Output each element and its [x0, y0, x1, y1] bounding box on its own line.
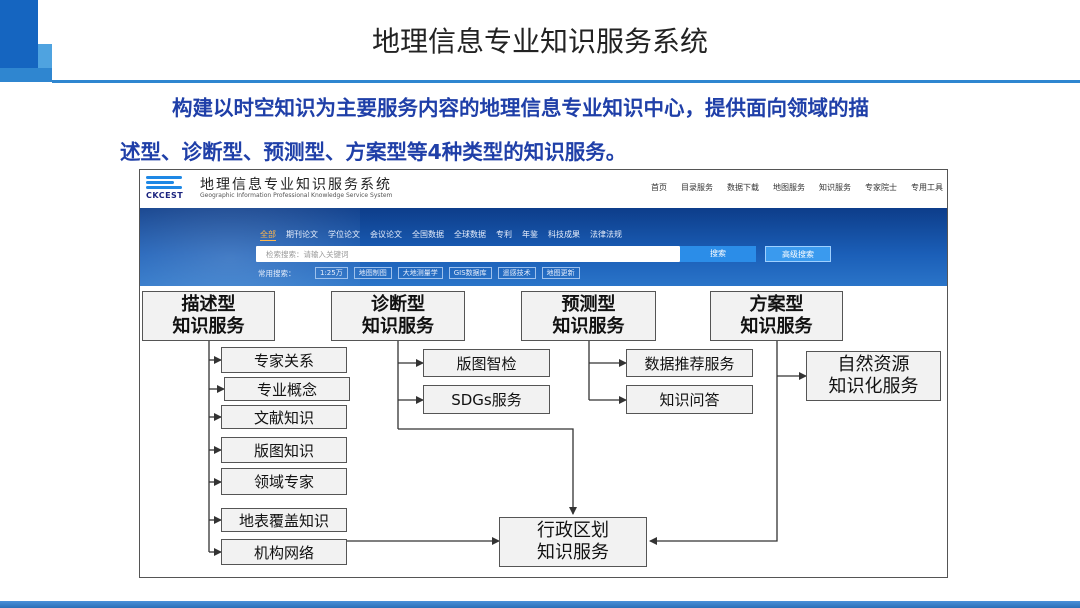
tab-conference[interactable]: 会议论文 [370, 230, 402, 239]
admin-division-box: 行政区划 知识服务 [499, 517, 647, 567]
common-search-tags: 1:25万 地图制图 大地测量学 GIS数据库 遥感技术 地图更新 [315, 267, 580, 279]
literature-knowledge-box: 文献知识 [221, 405, 347, 429]
tab-journal[interactable]: 期刊论文 [286, 230, 318, 239]
nav-item-map[interactable]: 地图服务 [773, 183, 805, 192]
search-button[interactable]: 搜索 [680, 246, 756, 262]
tab-all[interactable]: 全部 [260, 230, 276, 241]
slide-title: 地理信息专业知识服务系统 [371, 25, 708, 58]
tag-chip[interactable]: 地图制图 [353, 267, 392, 279]
arrow-plan-to-admin [649, 341, 778, 545]
landcover-knowledge-box: 地表覆盖知识 [221, 508, 347, 532]
category-tabs: 全部 期刊论文 学位论文 会议论文 全国数据 全球数据 专利 年鉴 科技成果 法… [260, 229, 622, 241]
common-search-label: 常用搜索： [258, 269, 296, 278]
domain-experts-box: 领域专家 [221, 468, 347, 495]
website-nav: 首页 目录服务 数据下载 地图服务 知识服务 专家院士 专用工具 [651, 182, 943, 193]
expert-relations-box: 专家关系 [221, 347, 347, 373]
search-input[interactable]: 检索搜索：请输入关键词 [256, 246, 680, 262]
knowledge-qa-box: 知识问答 [626, 385, 753, 414]
website-name: 地理信息专业知识服务系统 [200, 177, 392, 193]
professional-concepts-box: 专业概念 [224, 377, 350, 401]
advanced-search-button[interactable]: 高级搜索 [765, 246, 831, 262]
title-underline [52, 80, 1080, 83]
map-smart-check-box: 版图智检 [423, 349, 550, 377]
nav-item-download[interactable]: 数据下载 [727, 183, 759, 192]
website-search-banner: 全部 期刊论文 学位论文 会议论文 全国数据 全球数据 专利 年鉴 科技成果 法… [140, 208, 947, 286]
tag-chip[interactable]: 遥感技术 [497, 267, 536, 279]
tab-global-data[interactable]: 全球数据 [454, 230, 486, 239]
arrow-diagnose-to-admin [398, 428, 577, 515]
tab-thesis[interactable]: 学位论文 [328, 230, 360, 239]
tag-chip[interactable]: 1:25万 [315, 267, 348, 279]
predict-service-box: 预测型 知识服务 [521, 291, 656, 341]
nav-item-knowledge[interactable]: 知识服务 [819, 183, 851, 192]
corner-decoration-accent [38, 44, 52, 68]
plan-service-box: 方案型 知识服务 [710, 291, 843, 341]
search-placeholder: 检索搜索：请输入关键词 [266, 250, 349, 259]
intro-line-2: 述型、诊断型、预测型、方案型等4种类型的知识服务。 [120, 140, 627, 164]
diagnose-service-box: 诊断型 知识服务 [331, 291, 465, 341]
tab-achievements[interactable]: 科技成果 [548, 230, 580, 239]
corner-decoration [0, 0, 38, 68]
natural-resources-box: 自然资源 知识化服务 [806, 351, 941, 401]
org-network-box: 机构网络 [221, 539, 347, 565]
describe-service-box: 描述型 知识服务 [142, 291, 275, 341]
bottom-bar [0, 601, 1080, 608]
tag-chip[interactable]: 地图更新 [541, 267, 580, 279]
corner-decoration-bar [0, 68, 52, 82]
sdgs-service-box: SDGs服务 [423, 385, 550, 414]
tab-yearbook[interactable]: 年鉴 [522, 230, 538, 239]
tab-law[interactable]: 法律法规 [590, 230, 622, 239]
logo-abbreviation: CKCEST [146, 191, 184, 200]
website-subtitle: Geographic Information Professional Know… [200, 192, 393, 199]
ckcest-logo-icon: CKCEST [146, 176, 186, 200]
intro-paragraph: 构建以时空知识为主要服务内容的地理信息专业知识中心，提供面向领域的描 述型、诊断… [120, 86, 1030, 174]
territory-knowledge-box: 版图知识 [221, 437, 347, 463]
tag-chip[interactable]: 大地测量学 [397, 267, 443, 279]
website-header: CKCEST 地理信息专业知识服务系统 Geographic Informati… [140, 170, 947, 208]
nav-item-tools[interactable]: 专用工具 [911, 183, 943, 192]
intro-line-1: 构建以时空知识为主要服务内容的地理信息专业知识中心，提供面向领域的描 [172, 96, 869, 120]
data-recommendation-box: 数据推荐服务 [626, 349, 753, 377]
nav-item-experts[interactable]: 专家院士 [865, 183, 897, 192]
tag-chip[interactable]: GIS数据库 [448, 267, 492, 279]
nav-item-home[interactable]: 首页 [651, 183, 667, 192]
tab-patent[interactable]: 专利 [496, 230, 512, 239]
nav-item-catalog[interactable]: 目录服务 [681, 183, 713, 192]
tab-national-data[interactable]: 全国数据 [412, 230, 444, 239]
